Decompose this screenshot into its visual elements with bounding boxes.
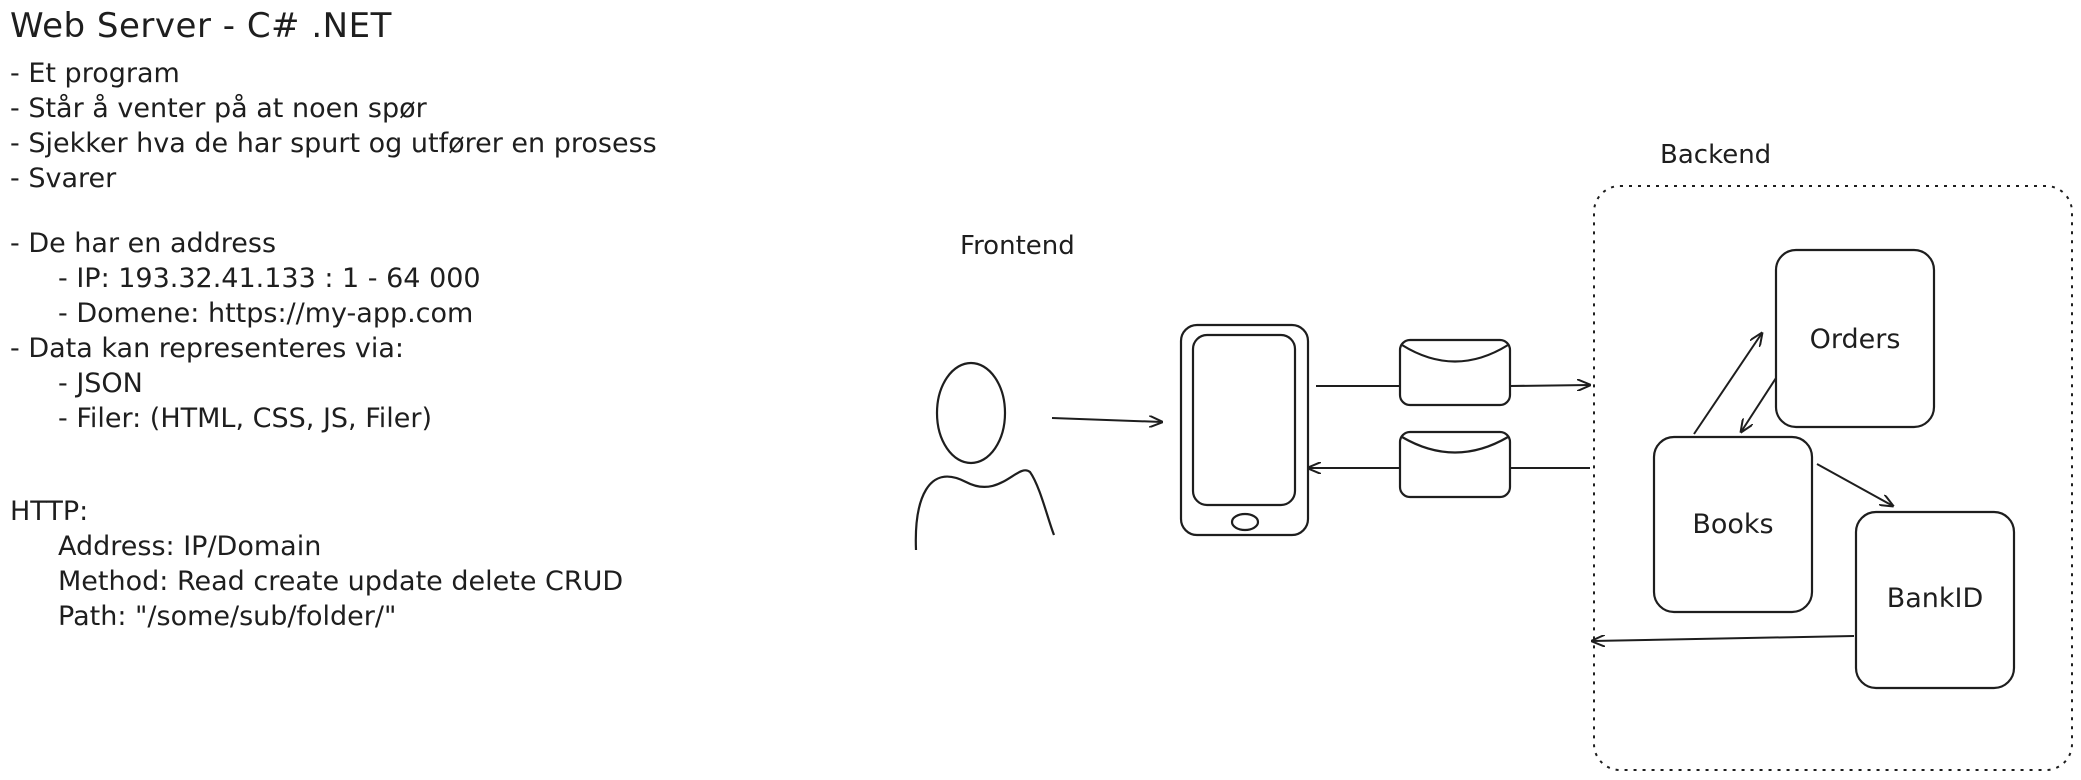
note-ip: - IP: 193.32.41.133 : 1 - 64 000	[58, 263, 481, 294]
note-line: - Sjekker hva de har spurt og utfører en…	[10, 128, 657, 159]
phone-icon	[1179, 323, 1310, 537]
note-json: - JSON	[58, 368, 143, 399]
frontend-label: Frontend	[960, 231, 1075, 261]
note-domain: - Domene: https://my-app.com	[58, 298, 474, 329]
orders-label: Orders	[1810, 324, 1901, 355]
note-line: - Svarer	[10, 163, 117, 194]
books-to-orders-arrow	[1693, 333, 1762, 435]
note-address: - De har en address	[10, 228, 277, 259]
http-address: Address: IP/Domain	[58, 531, 322, 562]
note-line: - Står å venter på at noen spør	[10, 93, 427, 124]
user-icon	[914, 361, 1056, 551]
backend-container	[1593, 185, 2073, 771]
notes-panel: Web Server - C# .NET - Et program - Står…	[10, 6, 657, 634]
http-method: Method: Read create update delete CRUD	[58, 566, 624, 597]
envelope-request-icon	[1398, 338, 1512, 407]
books-box: Books	[1652, 435, 1814, 614]
bankid-label: BankID	[1887, 583, 1984, 614]
request-arrow	[1509, 385, 1590, 386]
orders-box: Orders	[1774, 248, 1936, 429]
bankid-return-arrow	[1592, 636, 1855, 641]
books-to-bankid-arrow	[1816, 463, 1893, 506]
note-line: - Et program	[10, 58, 180, 89]
orders-to-books-arrow	[1741, 377, 1777, 432]
page-title: Web Server - C# .NET	[10, 6, 392, 46]
note-files: - Filer: (HTML, CSS, JS, Filer)	[58, 403, 433, 434]
http-path: Path: "/some/sub/folder/"	[58, 601, 397, 632]
envelope-response-icon	[1398, 430, 1512, 499]
books-label: Books	[1692, 509, 1773, 540]
user-to-phone-arrow	[1051, 418, 1162, 422]
bankid-box: BankID	[1854, 510, 2016, 690]
backend-label: Backend	[1660, 140, 1771, 170]
note-data-via: - Data kan representeres via:	[10, 333, 405, 364]
http-heading: HTTP:	[10, 496, 89, 527]
